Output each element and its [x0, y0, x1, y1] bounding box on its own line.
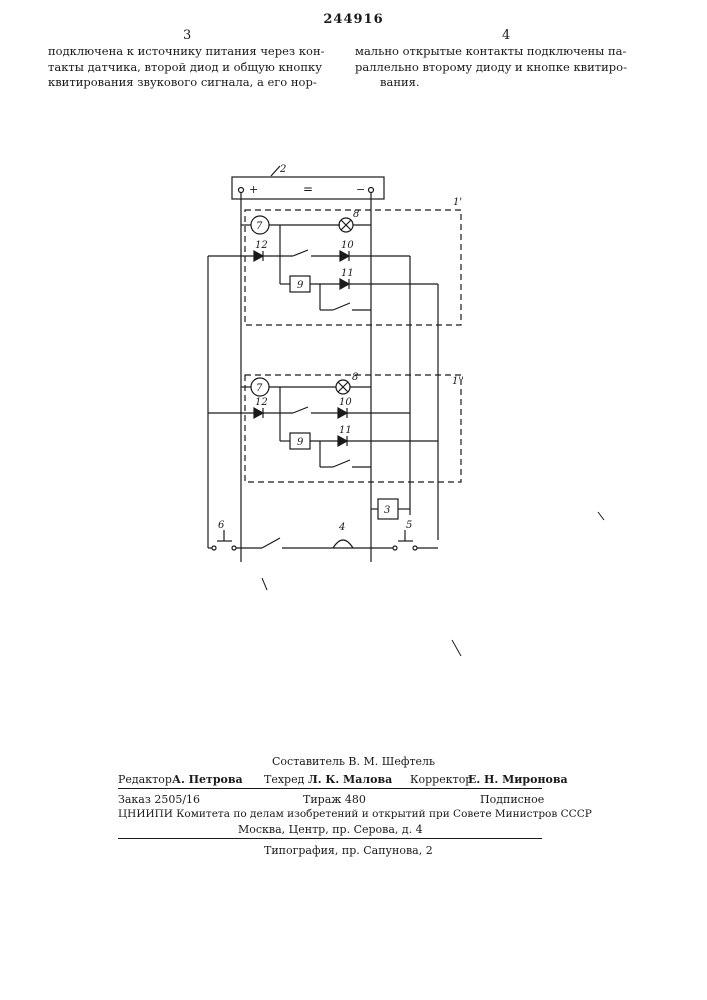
editor-label: Редактор — [118, 772, 172, 787]
label-diode-input-bottom: 12 — [255, 397, 268, 408]
label-source: 2 — [279, 164, 286, 175]
label-diode-secondary-top: 11 — [341, 268, 354, 279]
stray-mark — [262, 578, 267, 590]
label-diode-input-top: 12 — [255, 240, 268, 251]
main-switch — [262, 538, 280, 548]
label-diode-main-bottom: 10 — [339, 397, 352, 408]
stray-mark — [452, 640, 461, 656]
label-relay-bottom: 9 — [297, 437, 304, 448]
bell — [333, 540, 353, 548]
typography: Типография, пр. Сапунова, 2 — [264, 843, 433, 858]
techred-label: Техред — [264, 772, 304, 787]
relay-contact-bottom — [333, 460, 350, 467]
techred-name: Л. К. Малова — [308, 772, 392, 787]
label-sensor-bottom: 7 — [256, 383, 263, 394]
label-button-6: 6 — [218, 520, 225, 531]
diode-input-top — [254, 251, 263, 261]
diode-main-top — [340, 251, 349, 261]
terminal-minus — [369, 188, 374, 193]
button-6-terminal — [232, 546, 236, 550]
editor-name: А. Петрова — [172, 772, 243, 787]
corrector-name: Е. Н. Миронова — [468, 772, 568, 787]
label-sensor-top: 7 — [256, 221, 263, 232]
divider — [118, 788, 542, 789]
order: Заказ 2505/16 — [118, 792, 200, 807]
institute: ЦНИИПИ Комитета по делам изобретений и о… — [118, 807, 592, 822]
corrector-label: Корректор — [410, 772, 472, 787]
button-5-terminal — [393, 546, 397, 550]
button-6-terminal — [212, 546, 216, 550]
divider — [118, 838, 542, 839]
diode-secondary-top — [340, 279, 349, 289]
switch-contact — [293, 250, 308, 256]
diode-input-bottom — [254, 408, 263, 418]
label-button-5: 5 — [406, 520, 412, 531]
subscription: Подписное — [480, 792, 544, 807]
label-lamp-bottom: 8 — [352, 372, 358, 383]
label-plus: + — [249, 183, 258, 196]
diode-main-bottom — [338, 408, 347, 418]
print-run: Тираж 480 — [303, 792, 366, 807]
label-equals: = — [303, 182, 313, 196]
signal-block-bottom — [245, 375, 461, 482]
label-minus: − — [356, 183, 365, 196]
address: Москва, Центр, пр. Серова, д. 4 — [238, 822, 423, 837]
label-bell: 4 — [338, 522, 345, 533]
stray-mark — [598, 512, 604, 520]
label-diode-secondary-bottom: 11 — [339, 425, 352, 436]
leader-line — [271, 166, 280, 176]
label-relay-top: 9 — [297, 280, 304, 291]
label-diode-main-top: 10 — [341, 240, 354, 251]
label-block-top: 1' — [453, 197, 462, 208]
diode-secondary-bottom — [338, 436, 347, 446]
button-5-terminal — [413, 546, 417, 550]
label-lamp-top: 8 — [353, 209, 359, 220]
label-unit-3: 3 — [384, 505, 390, 516]
relay-contact-top — [333, 303, 350, 310]
switch-contact — [293, 407, 308, 413]
terminal-plus — [239, 188, 244, 193]
compiler: Составитель В. М. Шефтель — [272, 754, 435, 769]
label-block-bottom: 1'' — [452, 376, 464, 387]
